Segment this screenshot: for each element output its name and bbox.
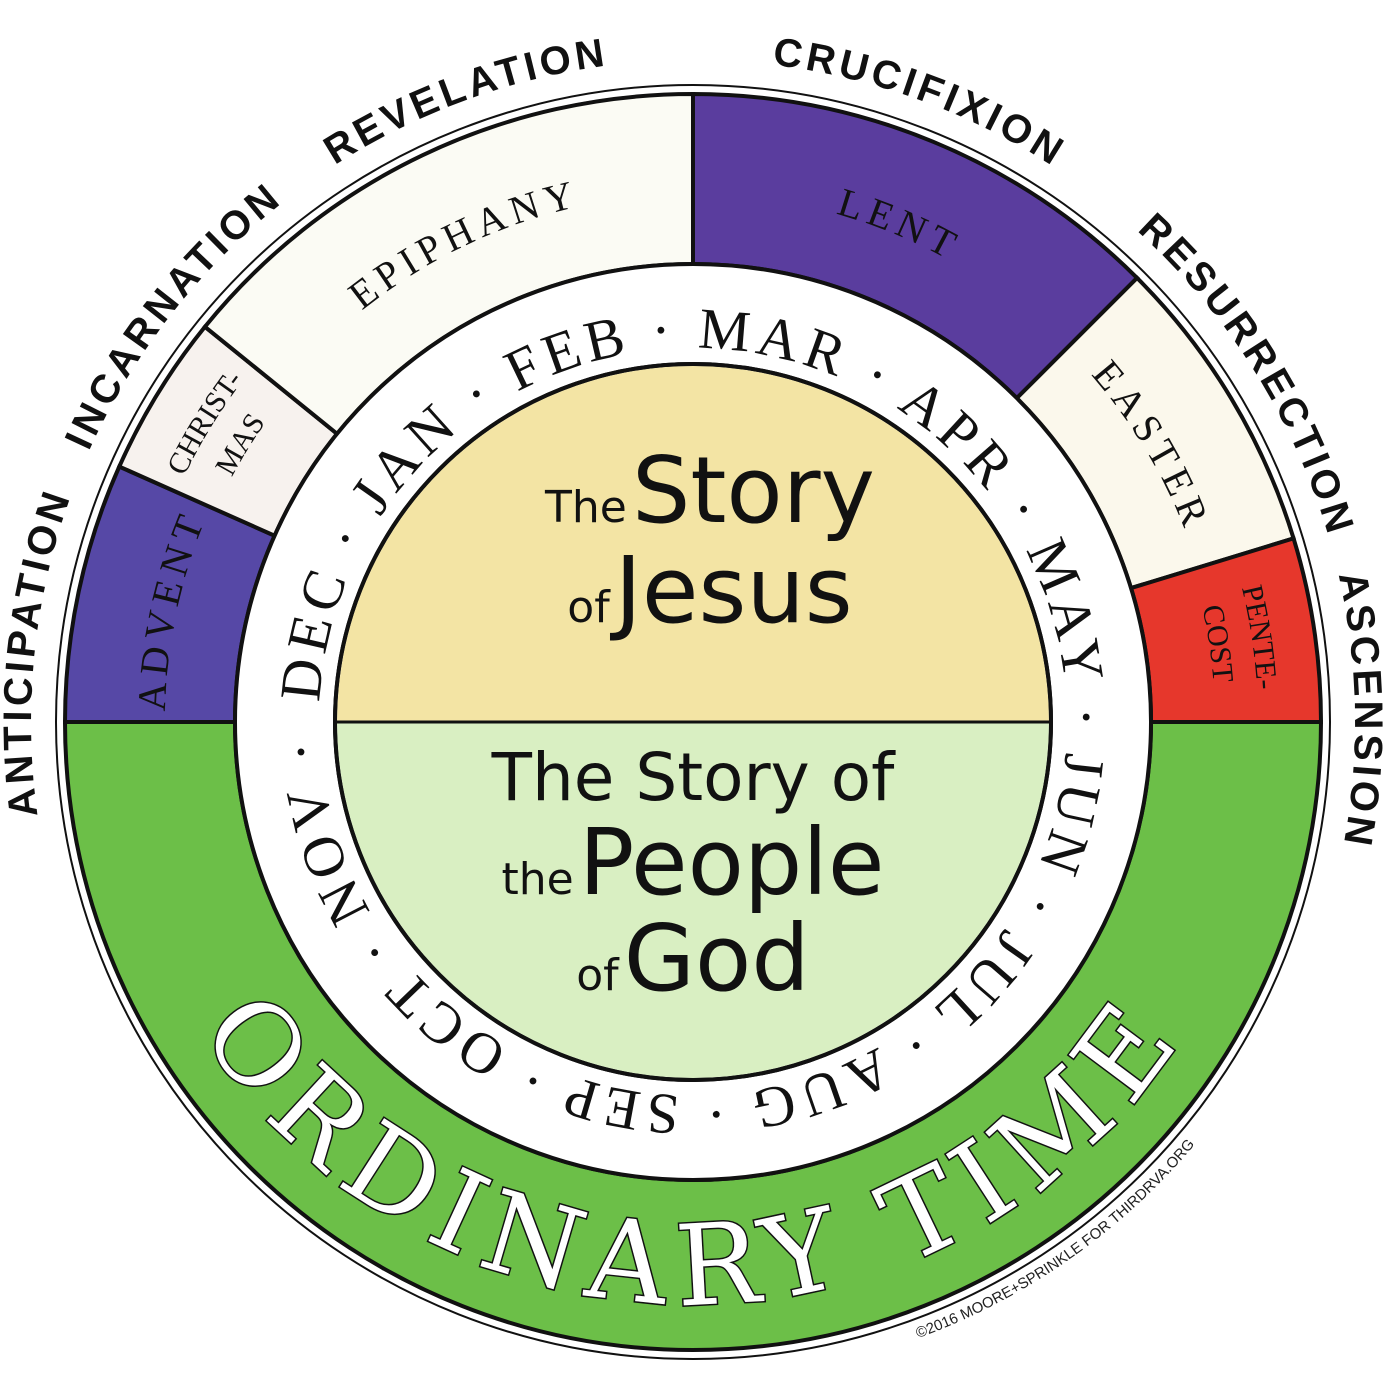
god-word: God (623, 905, 810, 1012)
of-word: of (567, 582, 610, 633)
center-top-half (337, 366, 1049, 722)
the-word: the (501, 854, 574, 905)
outer-ring-outline-2 (55, 84, 1331, 1360)
story-of-people-of-god: The Story of the People of God (393, 745, 993, 1005)
outer-label-ascension: ASCENSION (1330, 568, 1390, 853)
center-bottom-half (337, 722, 1049, 1078)
center-circle-outline (333, 362, 1053, 1082)
outer-ring-outline (63, 92, 1323, 1352)
jesus-word: Jesus (614, 537, 853, 644)
story-word: Story (631, 437, 875, 544)
the-story-of-line: The Story of (491, 739, 895, 816)
of-word: of (576, 950, 619, 1001)
the-word: The (545, 482, 627, 533)
people-word: People (578, 809, 885, 916)
story-of-jesus: The Story of Jesus (490, 445, 930, 637)
